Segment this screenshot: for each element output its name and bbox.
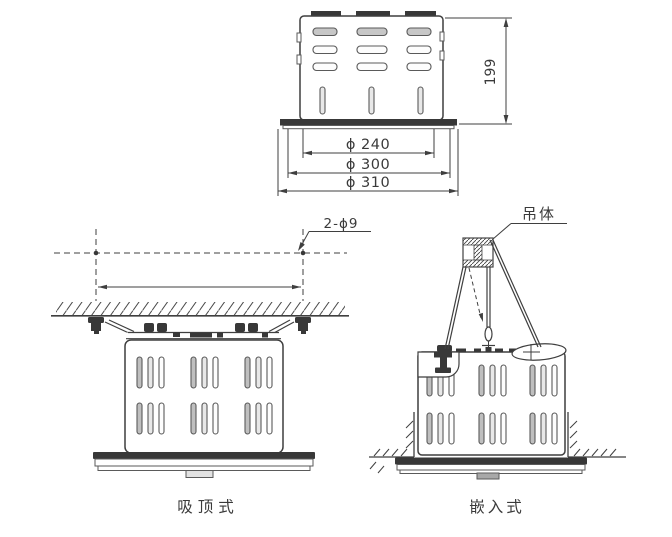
holes-callout: 2-ϕ9 <box>298 216 371 251</box>
dim-310-label: ϕ 310 <box>346 175 390 191</box>
dim-300-label: ϕ 300 <box>346 157 390 173</box>
recessed-caption: 嵌入式 <box>469 498 525 516</box>
hanger-label: 吊体 <box>522 205 556 223</box>
dim-height-label: 199 <box>483 59 499 86</box>
wire-clamp-oval <box>511 343 567 361</box>
hanger-callout: 吊体 <box>492 205 567 240</box>
ceiling-hatch-band <box>51 302 349 317</box>
ceiling-cutout-hatch <box>369 412 626 474</box>
bolt-clamp-fixture <box>417 345 460 378</box>
dim-240-label: ϕ 240 <box>346 137 390 153</box>
suspension-rod <box>484 267 493 342</box>
mounting-hole-centerlines <box>54 229 347 301</box>
mounting-flange-front <box>280 119 457 130</box>
dashed-leader <box>468 267 483 322</box>
side-notches <box>296 31 445 65</box>
wire-anchor <box>482 341 495 352</box>
mounting-flange-recessed <box>395 457 587 480</box>
top-handle-slots <box>311 11 436 17</box>
holes-dim-label: 2-ϕ9 <box>324 216 359 232</box>
hole-spacing-dimension <box>98 284 301 290</box>
hanger-block <box>462 237 494 268</box>
rod-eyelet <box>484 326 493 342</box>
vertical-vent-slots <box>319 86 424 115</box>
mounting-bolt-left <box>88 317 104 334</box>
top-edge-ticks <box>456 348 516 353</box>
mounting-bolt-right <box>295 317 311 334</box>
horizontal-vent-slots <box>312 27 432 72</box>
dimension-diameters: ϕ 240 ϕ 300 ϕ 310 <box>277 129 459 196</box>
dimension-height-199: 199 <box>445 17 512 125</box>
mounting-flange-surface-mount <box>93 452 315 478</box>
suspension-wires <box>444 239 542 350</box>
mounting-bracket <box>104 319 295 340</box>
surface-mount-caption: 吸顶式 <box>177 498 239 516</box>
surface-mount-view: 2-ϕ9 <box>51 216 371 516</box>
recessed-view: 吊体 <box>369 205 626 516</box>
front-view: 199 ϕ 240 ϕ 300 ϕ 310 <box>277 11 512 196</box>
